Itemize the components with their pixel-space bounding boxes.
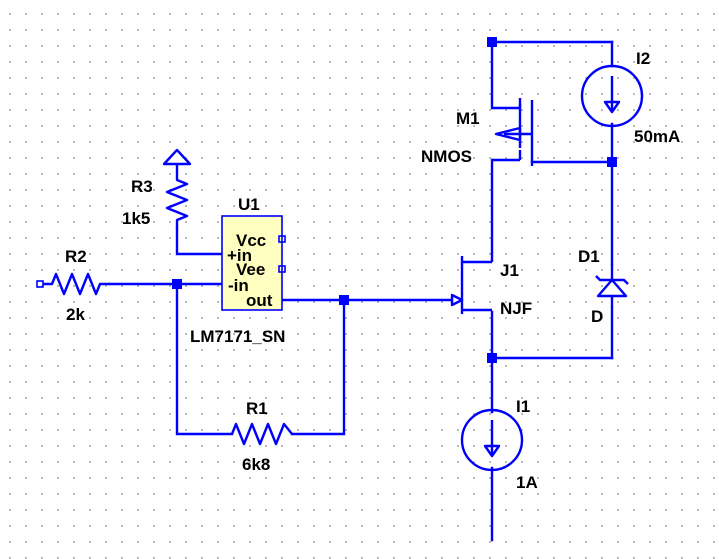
i2-value: 50mA <box>634 127 680 146</box>
pin-label-out: out <box>246 291 273 310</box>
pin-label-vee: Vee <box>236 260 265 279</box>
wires <box>108 40 614 542</box>
labels: R3 1k5 R2 2k R1 6k8 U1 LM7171_SN M1 NMOS… <box>65 49 680 492</box>
junctions <box>172 37 617 363</box>
input-pin-icon <box>36 280 44 288</box>
pin-label-inp: +in <box>227 246 252 265</box>
r1-resistor[interactable] <box>230 422 293 446</box>
i1-current-source[interactable] <box>460 408 524 472</box>
r2-value: 2k <box>66 305 85 324</box>
vcc-pin-icon <box>278 235 286 243</box>
pin-label-inn: -in <box>228 276 249 295</box>
r1-ref: R1 <box>246 399 268 418</box>
r3-value: 1k5 <box>122 209 150 228</box>
i2-ref: I2 <box>636 49 650 68</box>
current-arrowhead-icon <box>603 100 621 114</box>
d1-diode[interactable] <box>595 264 629 308</box>
wire-feedback-right[interactable] <box>290 298 346 436</box>
j1-ref: J1 <box>500 261 519 280</box>
resistor-zigzag-icon <box>230 422 293 446</box>
m1-value: NMOS <box>421 147 472 166</box>
r3-ref: R3 <box>131 177 153 196</box>
j1-njf[interactable] <box>450 252 494 314</box>
wire-feedback-left[interactable] <box>175 282 234 436</box>
i2-current-source[interactable] <box>580 64 644 128</box>
d1-value: D <box>591 307 603 326</box>
resistor-zigzag-icon <box>43 272 110 296</box>
vee-pin-icon <box>278 265 286 273</box>
i1-value: 1A <box>516 473 538 492</box>
junction-dot[interactable] <box>607 157 617 167</box>
current-arrowhead-icon <box>483 444 501 458</box>
u1-value: LM7171_SN <box>190 327 285 346</box>
m1-ref: M1 <box>456 109 480 128</box>
wire-r3-to-inp[interactable] <box>175 226 224 256</box>
junction-dot[interactable] <box>172 279 182 289</box>
r2-ref: R2 <box>65 247 87 266</box>
u1-ref: U1 <box>238 195 260 214</box>
r3-resistor[interactable] <box>162 148 192 228</box>
junction-dot[interactable] <box>487 37 497 47</box>
opamp-body <box>221 215 283 311</box>
junction-dot[interactable] <box>487 353 497 363</box>
r2-resistor[interactable] <box>36 272 110 296</box>
d1-ref: D1 <box>578 247 600 266</box>
diode-triangle-icon <box>596 278 628 298</box>
junction-dot[interactable] <box>339 295 349 305</box>
j1-value: NJF <box>500 299 532 318</box>
u1-opamp[interactable]: Vcc +in Vee -in out <box>221 215 286 311</box>
ground-triangle-icon <box>162 148 192 166</box>
pin-label-vcc: Vcc <box>236 231 266 250</box>
gate-arrow-icon <box>450 293 464 307</box>
r1-value: 6k8 <box>242 455 270 474</box>
i1-ref: I1 <box>516 397 530 416</box>
resistor-zigzag-icon <box>165 170 189 228</box>
m1-nmos[interactable] <box>492 98 534 166</box>
